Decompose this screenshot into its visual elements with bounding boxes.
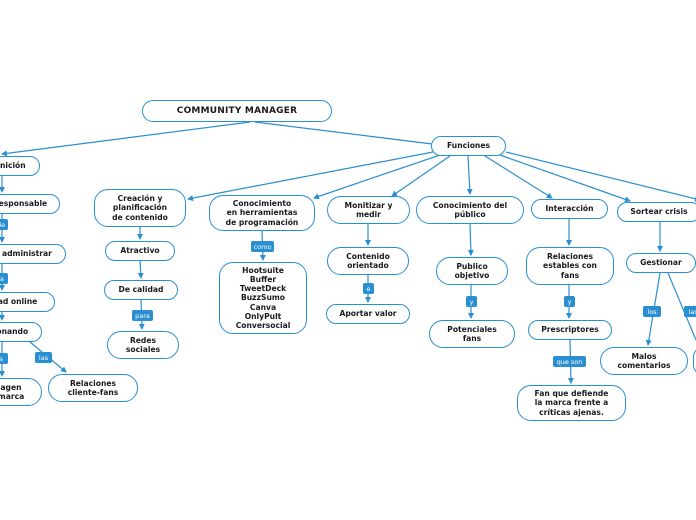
connector-line <box>391 155 451 197</box>
node-redes-sociales[interactable]: Redes sociales <box>107 331 179 359</box>
node-atractivo[interactable]: Atractivo <box>105 241 175 261</box>
connector-line <box>467 223 474 256</box>
node-malos-comentarios[interactable]: Malos comentarios <box>600 347 688 375</box>
connector-line <box>1 121 251 157</box>
node-funciones[interactable]: Funciones <box>431 136 506 156</box>
connector-line <box>466 155 473 195</box>
tag-y-interaccion: y <box>564 296 575 307</box>
node-imagen-marca[interactable]: agen marca <box>0 378 42 406</box>
tag-los: los <box>643 306 661 317</box>
tag-y-publico: y <box>466 296 477 307</box>
node-aportar-valor[interactable]: Aportar valor <box>326 304 410 324</box>
node-conocimiento-publico[interactable]: Conocimiento del público <box>416 196 524 224</box>
tag-la: la <box>0 273 8 284</box>
node-herramientas-lista[interactable]: Hootsuite Buffer TweetDeck BuzzSumo Canv… <box>219 262 307 334</box>
node-prescriptores[interactable]: Prescriptores <box>528 320 612 340</box>
connector-line <box>254 121 433 145</box>
connector-line <box>499 154 631 203</box>
node-contenido-orientado[interactable]: Contenido orientado <box>327 247 409 275</box>
node-fan-defiende[interactable]: Fan que defiende la marca frente a críti… <box>517 385 626 421</box>
tag-de: de <box>0 219 8 230</box>
connector-line <box>137 260 144 279</box>
tag-las-right: las <box>684 306 696 317</box>
node-administrar[interactable]: e administrar <box>0 244 66 264</box>
connector-line <box>667 272 696 341</box>
node-sortear-crisis[interactable]: Sortear crisis <box>617 202 696 222</box>
tag-las: las <box>35 352 52 363</box>
node-conocimiento-herramientas[interactable]: Conocimiento en herramientas de programa… <box>209 195 315 231</box>
node-interaccion[interactable]: Interacción <box>531 199 608 219</box>
node-monitizar-medir[interactable]: Monitizar y medir <box>327 196 410 224</box>
tag-para: para <box>132 310 153 321</box>
node-gestionando[interactable]: ionando <box>0 322 42 342</box>
node-definicion[interactable]: finición <box>0 156 40 176</box>
connector-line <box>313 154 441 200</box>
connector-line <box>505 151 696 202</box>
connector-line <box>187 151 434 202</box>
node-gestionar[interactable]: Gestionar <box>626 253 696 273</box>
node-de-calidad[interactable]: De calidad <box>104 280 178 300</box>
node-potenciales-fans[interactable]: Potenciales fans <box>429 320 515 348</box>
node-relaciones-cliente-fans[interactable]: Relaciones cliente-fans <box>48 374 138 402</box>
node-creacion[interactable]: Creación y planificación de contenido <box>94 189 186 227</box>
root-node[interactable]: COMMUNITY MANAGER <box>142 100 332 122</box>
tag-e: e <box>363 283 374 294</box>
node-identidad-online[interactable]: ad online <box>0 292 55 312</box>
node-responsable[interactable]: Responsable <box>0 194 60 214</box>
tag-como: como <box>251 241 274 252</box>
connector-line <box>484 155 553 199</box>
tag-a: a <box>0 353 8 364</box>
node-publico-objetivo[interactable]: Publico objetivo <box>436 257 508 285</box>
node-relaciones-estables[interactable]: Relaciones estables con fans <box>526 247 614 285</box>
tag-que-son: que son <box>553 356 586 367</box>
